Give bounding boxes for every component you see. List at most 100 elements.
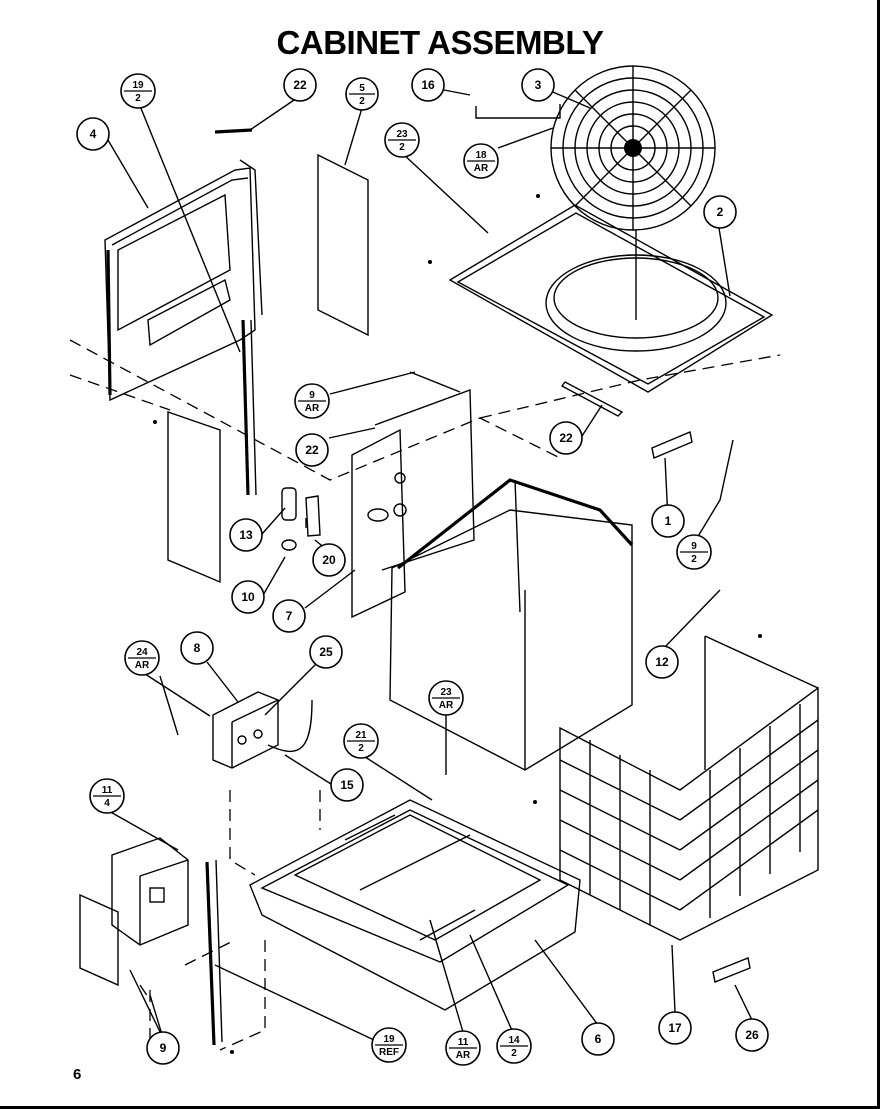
callout-19-2-top: 19 2 — [120, 73, 156, 109]
svg-text:19: 19 — [383, 1034, 395, 1045]
callout-22-top: 22 — [283, 68, 317, 102]
part-26-label — [712, 957, 751, 983]
svg-text:4: 4 — [104, 798, 110, 809]
part-11-bracket — [111, 837, 189, 946]
callout-24-ar: 24 AR — [124, 640, 160, 676]
part-5-panel — [317, 153, 369, 337]
svg-text:REF: REF — [379, 1047, 399, 1058]
assembly-screws — [153, 194, 762, 1054]
svg-text:2: 2 — [717, 205, 724, 219]
callout-23-2: 23 2 — [384, 122, 420, 158]
part-4-corner-panel — [104, 159, 263, 402]
svg-text:16: 16 — [421, 78, 435, 92]
svg-text:25: 25 — [319, 645, 333, 659]
svg-text:2: 2 — [399, 142, 405, 153]
svg-text:2: 2 — [135, 93, 141, 104]
svg-text:22: 22 — [305, 443, 319, 457]
svg-text:22: 22 — [293, 78, 307, 92]
part-22-seal-top — [214, 128, 253, 134]
svg-text:5: 5 — [359, 83, 365, 94]
part-17-coil-guard — [559, 635, 819, 941]
svg-text:21: 21 — [355, 730, 367, 741]
part-7-control-panel — [351, 371, 475, 619]
diagram-title: CABINET ASSEMBLY — [276, 24, 604, 61]
callout-14-2: 14 2 — [496, 1028, 532, 1064]
svg-text:12: 12 — [655, 655, 669, 669]
callout-11-ar: 11 AR — [445, 1030, 481, 1066]
svg-text:10: 10 — [241, 590, 255, 604]
callout-17: 17 — [658, 1011, 692, 1045]
svg-text:23: 23 — [396, 129, 408, 140]
callout-9-ar: 9 AR — [294, 383, 330, 419]
svg-text:13: 13 — [239, 528, 253, 542]
callout-18-ar: 18 AR — [463, 143, 499, 179]
svg-text:AR: AR — [456, 1050, 471, 1061]
callout-20: 20 — [312, 543, 346, 577]
svg-text:11: 11 — [102, 785, 113, 796]
callout-23-ar: 23 AR — [428, 680, 464, 716]
left-side-panel — [167, 411, 221, 584]
callout-25: 25 — [309, 635, 343, 669]
svg-text:2: 2 — [358, 743, 364, 754]
svg-text:AR: AR — [439, 700, 454, 711]
svg-text:6: 6 — [595, 1032, 602, 1046]
dashed-assembly-lines — [69, 339, 781, 1051]
part-2-top-panel — [448, 204, 774, 393]
svg-text:9: 9 — [309, 390, 315, 401]
callout-10: 10 — [231, 580, 265, 614]
svg-text:4: 4 — [90, 127, 97, 141]
svg-text:9: 9 — [160, 1041, 167, 1055]
callout-2: 2 — [703, 195, 737, 229]
svg-text:24: 24 — [136, 647, 148, 658]
svg-text:17: 17 — [668, 1021, 682, 1035]
svg-text:26: 26 — [745, 1028, 759, 1042]
svg-text:2: 2 — [691, 554, 697, 565]
part-19-bottom-post — [205, 859, 223, 1046]
svg-text:AR: AR — [474, 163, 489, 174]
svg-text:8: 8 — [194, 641, 201, 655]
svg-text:AR: AR — [305, 403, 320, 414]
callout-16: 16 — [411, 68, 445, 102]
callout-15: 15 — [330, 768, 364, 802]
callout-3: 3 — [521, 68, 555, 102]
svg-text:7: 7 — [286, 609, 293, 623]
callout-6: 6 — [581, 1022, 615, 1056]
svg-text:AR: AR — [135, 660, 150, 671]
callout-19-ref: 19 REF — [371, 1027, 407, 1063]
svg-text:15: 15 — [340, 778, 354, 792]
callout-22-right: 22 — [549, 421, 583, 455]
callout-21-2: 21 2 — [343, 723, 379, 759]
callout-1: 1 — [651, 504, 685, 538]
svg-text:19: 19 — [132, 80, 144, 91]
callout-4: 4 — [76, 117, 110, 151]
part-12-wrap-panel — [389, 478, 634, 771]
callout-5-2: 5 2 — [345, 77, 379, 111]
callout-7: 7 — [272, 599, 306, 633]
part-8-control-box — [212, 691, 313, 769]
callout-9-bottom: 9 — [146, 1031, 180, 1065]
svg-text:22: 22 — [559, 431, 573, 445]
callout-26: 26 — [735, 1018, 769, 1052]
svg-text:2: 2 — [359, 96, 365, 107]
page-number: 6 — [73, 1066, 82, 1083]
part-22-seal-right — [560, 381, 624, 417]
svg-text:9: 9 — [691, 541, 697, 552]
callout-8: 8 — [180, 631, 214, 665]
svg-text:20: 20 — [322, 553, 336, 567]
svg-text:23: 23 — [440, 687, 452, 698]
part-19-corner-post — [241, 319, 257, 496]
part-6-base-pan — [249, 799, 581, 1011]
svg-text:1: 1 — [665, 514, 672, 528]
svg-text:11: 11 — [458, 1037, 469, 1048]
svg-text:18: 18 — [475, 150, 487, 161]
svg-text:14: 14 — [508, 1035, 520, 1046]
part-13-capacitor — [281, 487, 321, 551]
callout-11-4: 11 4 — [89, 778, 125, 814]
callout-22-mid: 22 — [295, 433, 329, 467]
svg-text:3: 3 — [535, 78, 542, 92]
part-3-fan-guard — [550, 65, 716, 231]
callout-12: 12 — [645, 645, 679, 679]
part-1-label — [651, 431, 693, 459]
